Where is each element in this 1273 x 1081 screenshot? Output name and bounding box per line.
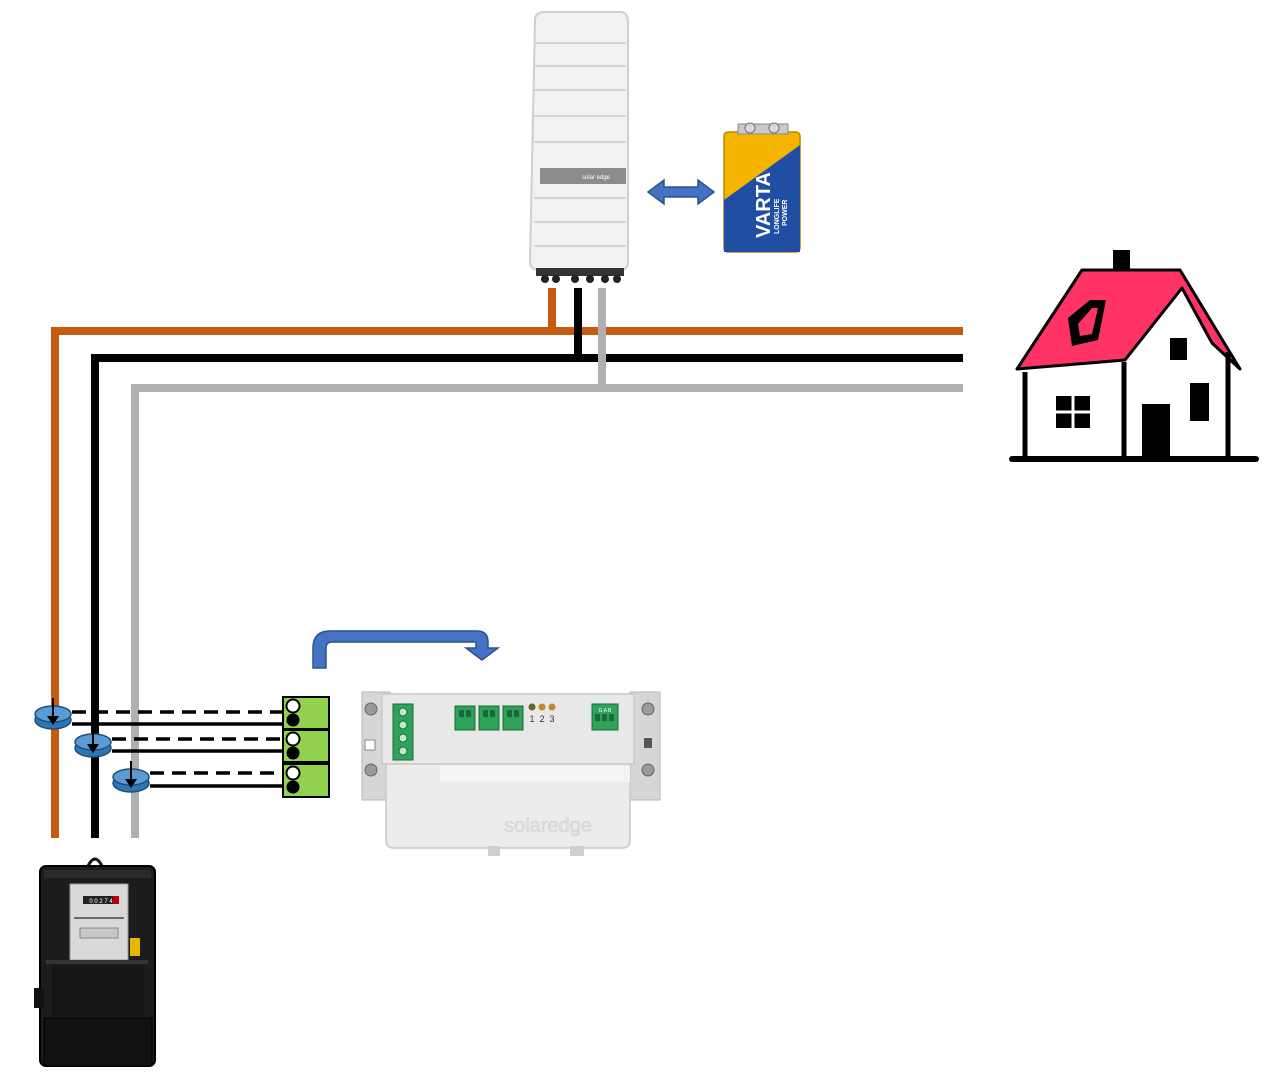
- battery-terminal-minus: [744, 122, 756, 134]
- ct-clamp-2: [74, 726, 112, 758]
- battery-brand: VARTA: [753, 172, 775, 238]
- house-window-right: [1190, 383, 1209, 421]
- ct-clamp-1: [34, 698, 72, 730]
- meter-counter: 0 0 2 7 4: [89, 899, 113, 905]
- battery-label-line2: POWER: [782, 200, 789, 226]
- wire-phase-orange: [51, 327, 963, 838]
- inverter: solar edge: [528, 11, 629, 283]
- battery-label-line1: LONGLIFE: [774, 198, 781, 234]
- smart-energy-meter: solaredge 1 2 3 G A B: [361, 691, 661, 856]
- battery-link-arrow: [646, 178, 716, 206]
- wire-phase-black: [91, 354, 963, 838]
- wire-phase-grey: [131, 384, 963, 838]
- house-door: [1142, 404, 1170, 458]
- smart-meter-brand: solaredge: [504, 815, 592, 837]
- phase-wires: [51, 288, 963, 838]
- house-window-upper: [1170, 338, 1187, 360]
- rs485-label: G A B: [599, 708, 612, 714]
- led-label-2: 2: [539, 714, 544, 724]
- led-label-3: 3: [549, 714, 554, 724]
- house-roof: [1015, 268, 1242, 371]
- ct-clamp-3: [112, 761, 150, 793]
- ct-terminal-block: [282, 696, 330, 798]
- battery: VARTA LONGLIFE POWER: [723, 122, 801, 253]
- inverter-glands: [541, 275, 621, 283]
- battery-terminal-plus: [768, 122, 780, 134]
- inverter-display-band: [540, 168, 626, 184]
- led-label-1: 1: [529, 714, 534, 724]
- house: [1009, 250, 1259, 462]
- meter-window: [69, 883, 129, 961]
- inverter-fins: [534, 42, 626, 247]
- house-chimney: [1113, 250, 1130, 272]
- connection-arrow: [312, 630, 501, 669]
- electricity-meter: 0 0 2 7 4: [34, 857, 156, 1067]
- inverter-connector-base: [536, 268, 624, 276]
- battery-stripe: [724, 145, 800, 252]
- ct-sense-wires: [72, 710, 283, 788]
- inverter-brand: solar edge: [582, 175, 611, 181]
